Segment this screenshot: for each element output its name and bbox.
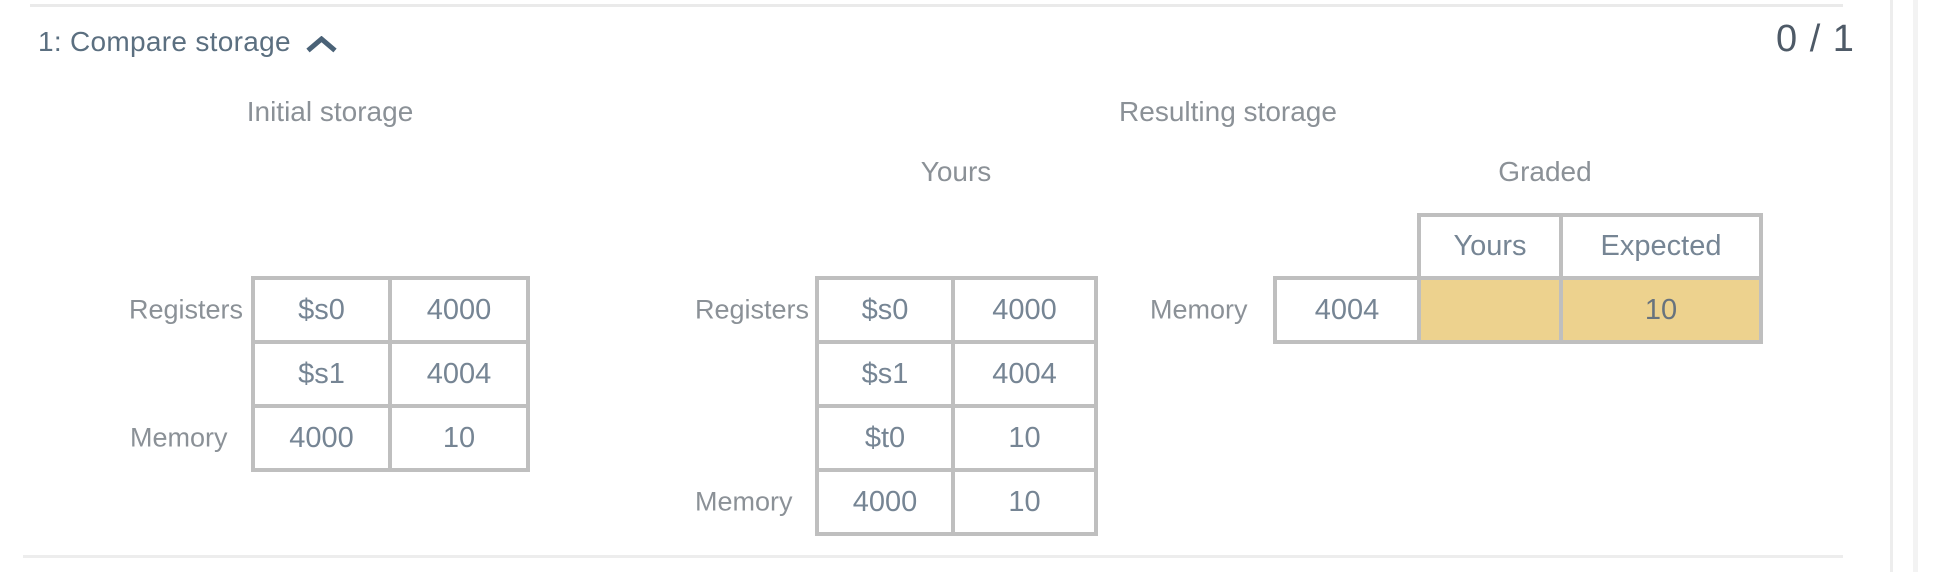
memory-value-cell: 10 [392,408,526,468]
activity-header[interactable]: 1: Compare storage [38,26,338,58]
register-value-cell: 4004 [392,344,526,404]
graded-result-table: 4004 10 [1273,276,1763,344]
graded-expected-column-header: Expected [1563,217,1759,276]
memory-label: Memory [1150,294,1248,325]
graded-expected-value-cell: 10 [1563,280,1759,340]
memory-address-cell: 4004 [1277,280,1417,340]
memory-label: Memory [695,486,793,517]
initial-storage-heading: Initial storage [246,96,414,127]
register-name-cell: $s1 [255,344,388,404]
memory-label: Memory [130,422,228,453]
yours-subheading: Yours [920,156,992,187]
register-value-cell: 10 [955,408,1094,468]
register-value-cell: 4004 [955,344,1094,404]
register-name-cell: $s0 [255,280,388,340]
register-name-cell: $s1 [819,344,951,404]
top-divider [30,4,1843,7]
resulting-storage-heading: Resulting storage [1119,96,1337,127]
graded-yours-column-header: Yours [1421,217,1559,276]
registers-label: Registers [695,294,810,325]
yours-storage-table: $s0 4000 $s1 4004 $t0 10 4000 10 [815,276,1098,536]
chevron-up-icon[interactable] [305,36,338,53]
score-badge: 0 / 1 [1776,18,1855,60]
memory-address-cell: 4000 [819,472,951,532]
activity-title: 1: Compare storage [38,26,291,57]
register-value-cell: 4000 [392,280,526,340]
register-value-cell: 4000 [955,280,1094,340]
initial-storage-table: $s0 4000 $s1 4004 4000 10 [251,276,530,472]
graded-yours-value-cell [1421,280,1559,340]
register-name-cell: $t0 [819,408,951,468]
memory-address-cell: 4000 [255,408,388,468]
content-panel-right-edge [1890,0,1893,572]
register-name-cell: $s0 [819,280,951,340]
memory-value-cell: 10 [955,472,1094,532]
registers-label: Registers [129,294,244,325]
graded-subheading: Graded [1498,156,1592,187]
bottom-divider [23,555,1843,558]
side-panel-left-edge [1913,0,1918,572]
graded-header-table: Yours Expected [1417,213,1763,280]
